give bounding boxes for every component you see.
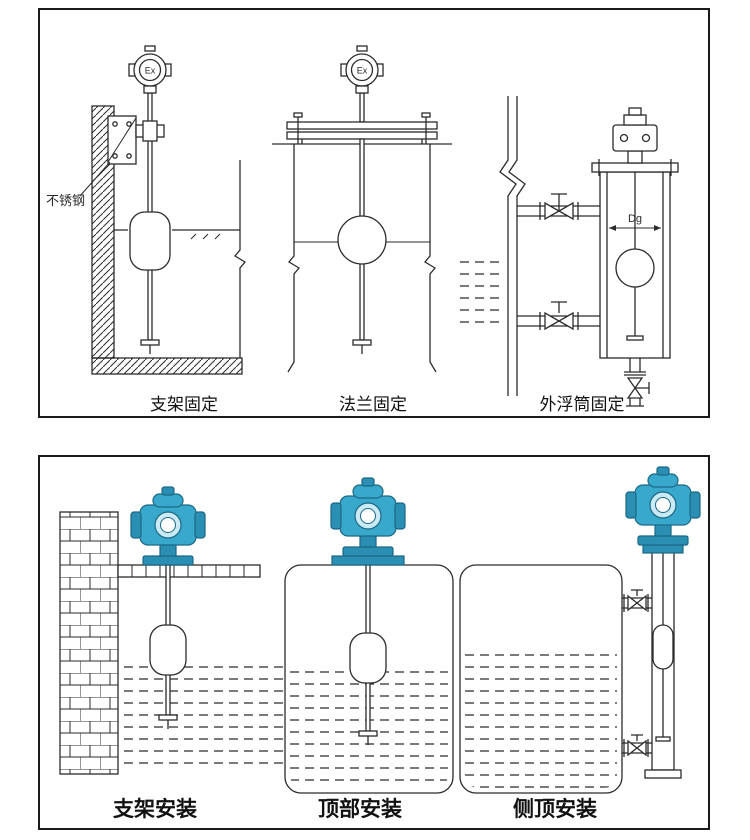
stainless-steel-label: 不锈钢 — [46, 193, 85, 208]
brick-wall — [59, 511, 119, 775]
fixing-methods-drawing: Ex 不锈钢 Ex — [46, 45, 679, 407]
level-transmitter — [130, 486, 206, 566]
side-top-mount-diagram — [459, 466, 701, 794]
dg-dimension-label: Dg — [628, 213, 642, 225]
bracket-fixed-diagram: Ex 不锈钢 — [46, 45, 246, 375]
ex-marking: Ex — [357, 66, 368, 76]
top-mount-diagram — [284, 477, 454, 794]
external-chamber-fixed-diagram: Dg — [460, 96, 679, 407]
fixing-methods-panel: Ex 不锈钢 Ex — [38, 8, 710, 418]
caption-bracket-fixed: 支架固定 — [150, 395, 218, 414]
level-transmitter — [330, 477, 406, 557]
caption-bracket-mount: 支架安装 — [113, 798, 197, 821]
ex-marking: Ex — [145, 66, 156, 76]
caption-flange-fixed: 法兰固定 — [339, 395, 407, 414]
flange-fixed-diagram: Ex — [272, 45, 452, 373]
level-transmitter — [625, 466, 701, 546]
caption-side-top-mount: 侧顶安装 — [513, 798, 597, 821]
caption-top-mount: 顶部安装 — [318, 798, 402, 821]
bracket-mount-diagram — [59, 486, 290, 775]
caption-external-chamber-fixed: 外浮筒固定 — [539, 395, 625, 414]
mounting-styles-panel: 支架安装 顶部安装 侧顶安装 — [38, 455, 710, 830]
mounting-styles-drawing — [59, 466, 701, 794]
